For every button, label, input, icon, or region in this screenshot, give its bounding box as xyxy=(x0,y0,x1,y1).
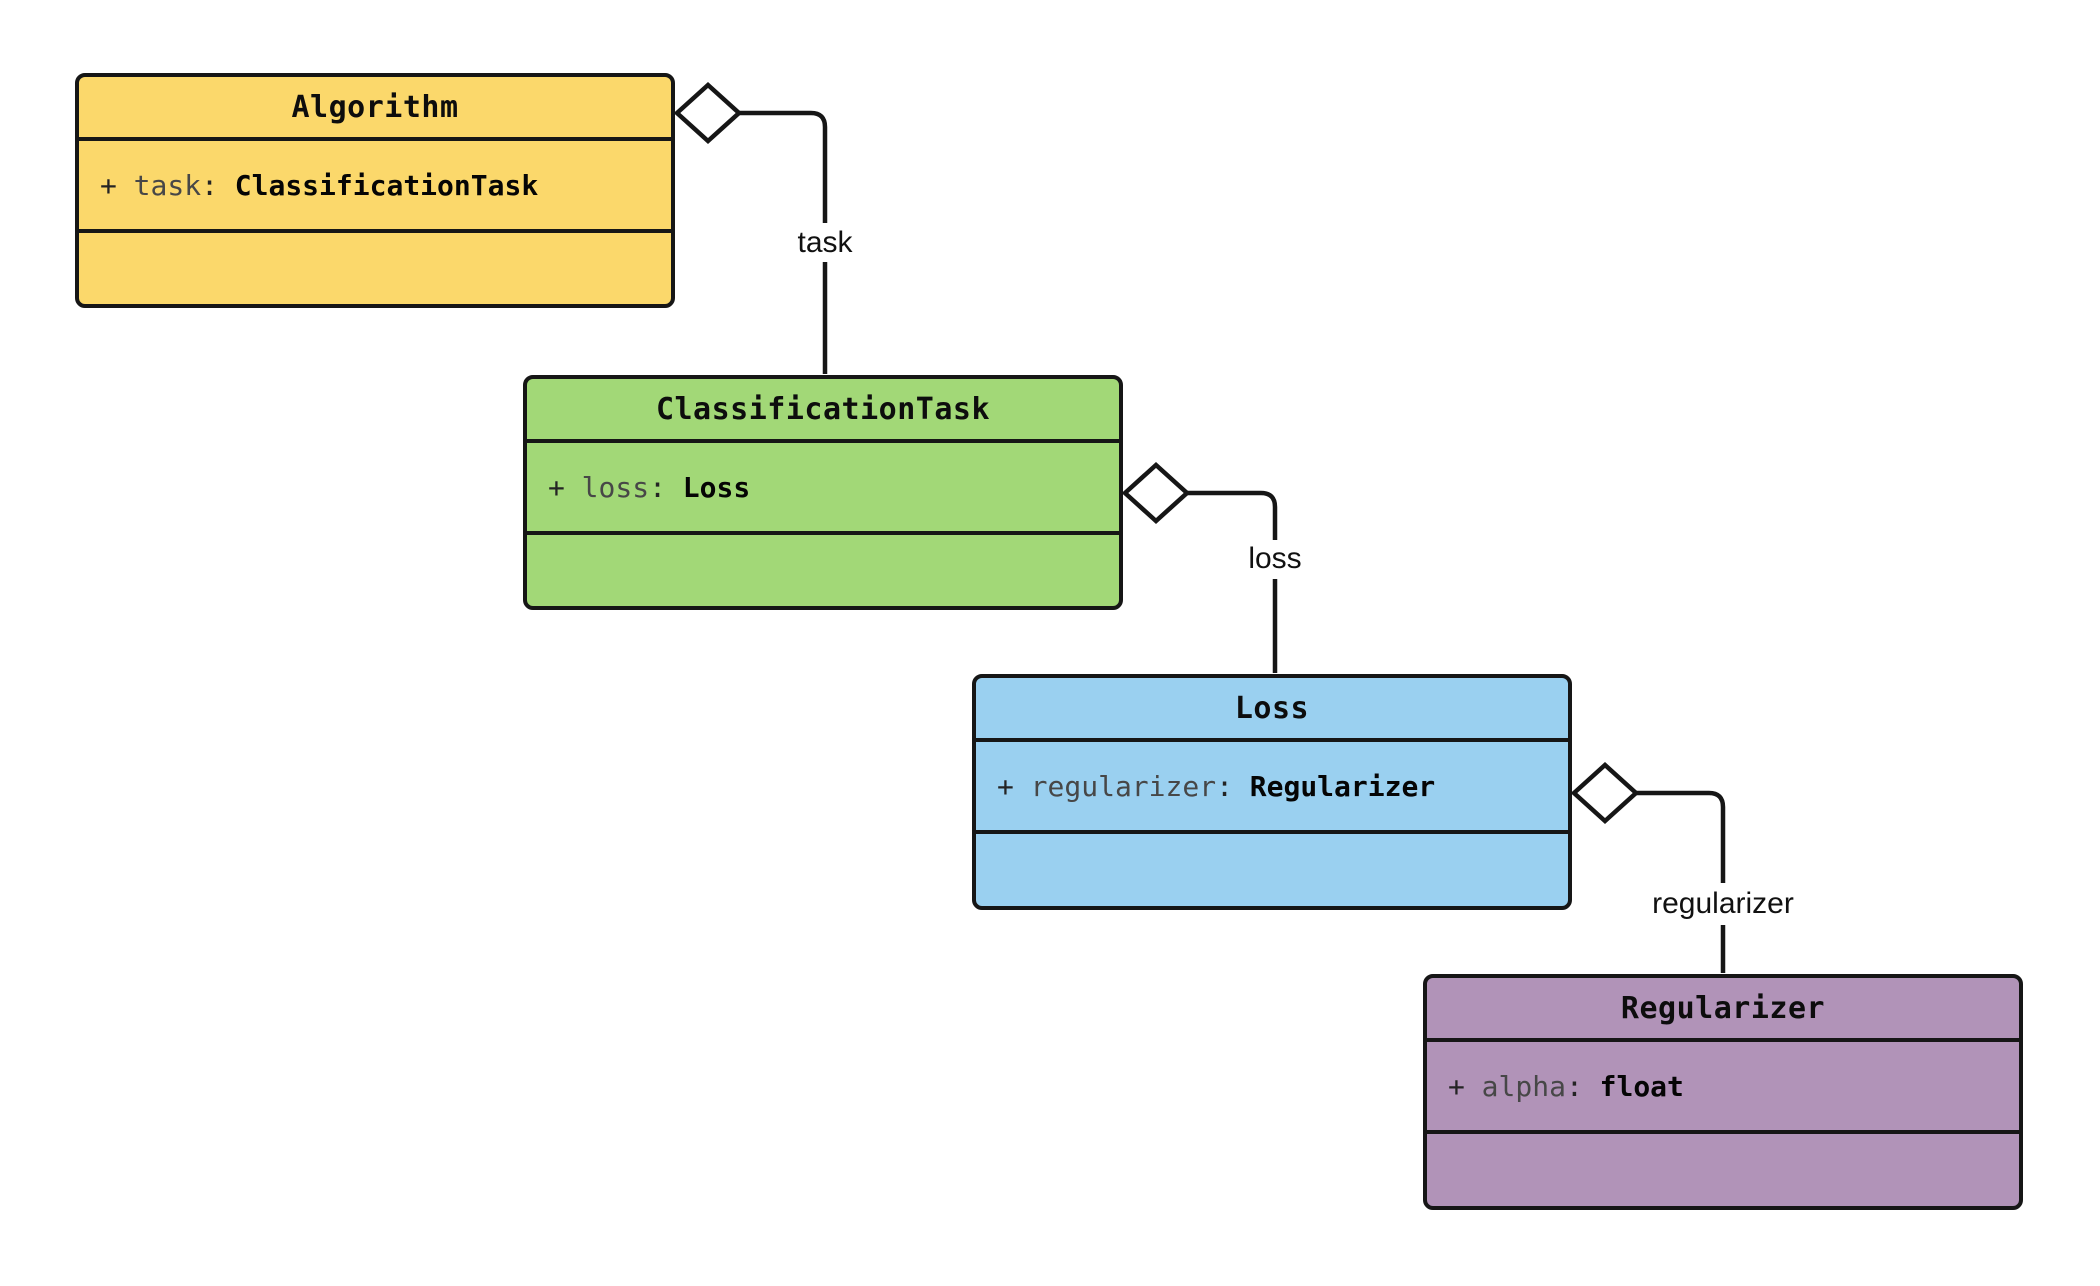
aggregation-diamond-icon xyxy=(1121,461,1191,525)
attribute-separator: : xyxy=(1565,1069,1583,1103)
attribute-line: + regularizer: Regularizer xyxy=(997,770,1435,803)
class-box-loss: Loss + regularizer: Regularizer xyxy=(972,674,1572,910)
class-box-regularizer: Regularizer + alpha: float xyxy=(1423,974,2023,1210)
class-title-compartment: Loss xyxy=(976,678,1568,738)
class-methods-compartment xyxy=(79,229,671,304)
attribute-separator: : xyxy=(1216,769,1233,803)
attribute-name: alpha xyxy=(1481,1069,1566,1103)
class-title-compartment: Regularizer xyxy=(1427,978,2019,1038)
class-attributes-compartment: + task: ClassificationTask xyxy=(79,137,671,229)
connector-loss xyxy=(1121,461,1278,673)
class-attributes-compartment: + regularizer: Regularizer xyxy=(976,738,1568,830)
attribute-visibility: + xyxy=(997,769,1014,803)
attribute-separator: : xyxy=(649,470,666,504)
class-box-classification-task: ClassificationTask + loss: Loss xyxy=(523,375,1123,610)
edge-label-task: task xyxy=(792,225,858,261)
connector-regularizer-line xyxy=(1633,790,1726,973)
class-title-compartment: Algorithm xyxy=(79,77,671,137)
class-title: ClassificationTask xyxy=(655,391,991,427)
attribute-visibility: + xyxy=(100,168,117,202)
attribute-line: + loss: Loss xyxy=(548,471,750,504)
class-methods-compartment xyxy=(1427,1130,2019,1206)
attribute-name: loss xyxy=(581,470,650,504)
class-title: Loss xyxy=(1234,690,1310,726)
attribute-separator: : xyxy=(201,168,218,202)
class-title-compartment: ClassificationTask xyxy=(527,379,1119,439)
attribute-visibility: + xyxy=(548,470,565,504)
attribute-line: + task: ClassificationTask xyxy=(100,169,538,202)
attribute-type: Regularizer xyxy=(1249,769,1436,803)
aggregation-diamond-icon xyxy=(1570,761,1640,825)
attribute-line: + alpha: float xyxy=(1448,1070,1684,1103)
class-title: Algorithm xyxy=(291,89,459,125)
connector-regularizer xyxy=(1570,761,1726,973)
attribute-visibility: + xyxy=(1448,1069,1465,1103)
connector-task xyxy=(673,81,828,374)
class-methods-compartment xyxy=(527,531,1119,606)
class-title: Regularizer xyxy=(1620,990,1826,1026)
edge-label-loss: loss xyxy=(1243,541,1307,577)
class-methods-compartment xyxy=(976,830,1568,906)
class-attributes-compartment: + alpha: float xyxy=(1427,1038,2019,1130)
connector-loss-line xyxy=(1184,490,1278,673)
attribute-type: ClassificationTask xyxy=(234,168,539,202)
attribute-name: task xyxy=(133,168,202,202)
attribute-name: regularizer xyxy=(1030,769,1217,803)
connector-task-line xyxy=(736,110,828,374)
attribute-type: float xyxy=(1599,1069,1684,1103)
attribute-type: Loss xyxy=(682,470,751,504)
class-attributes-compartment: + loss: Loss xyxy=(527,439,1119,531)
aggregation-diamond-icon xyxy=(673,81,743,145)
class-box-algorithm: Algorithm + task: ClassificationTask xyxy=(75,73,675,308)
edge-label-regularizer: regularizer xyxy=(1647,886,1799,922)
